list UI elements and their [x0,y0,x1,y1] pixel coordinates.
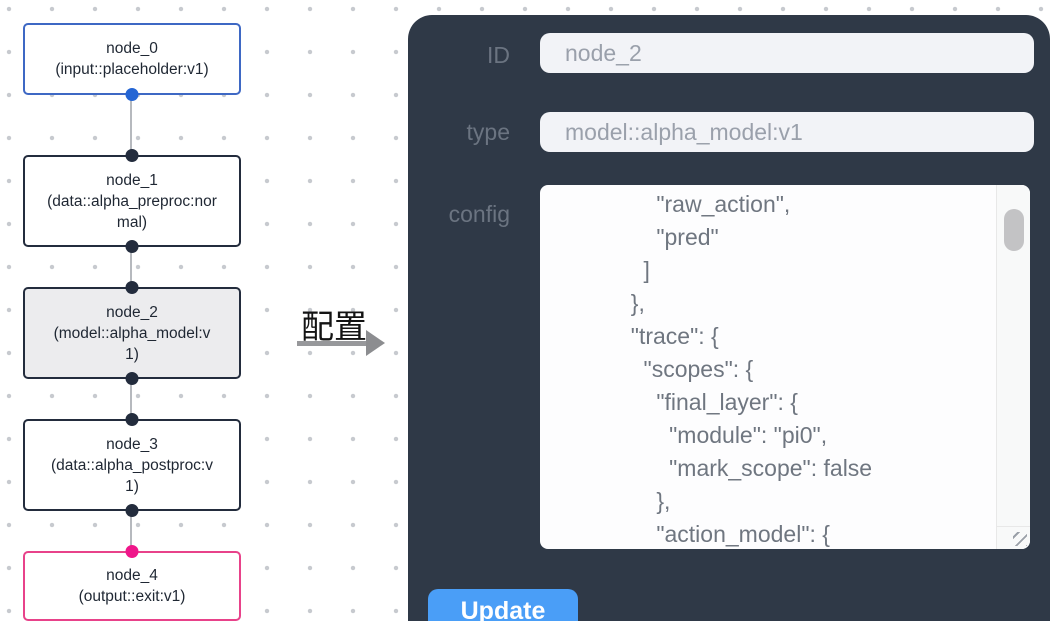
connection-handle[interactable] [125,413,139,426]
edge-node3-node4 [130,511,132,551]
node-title: node_2 [106,303,158,321]
edge-node2-node3 [130,379,132,419]
node-subtitle: (model::alpha_model:v1) [53,324,211,363]
arrow-right-icon [366,330,385,356]
connection-handle[interactable] [125,545,139,558]
connection-handle[interactable] [125,240,139,253]
node-subtitle: (output::exit:v1) [78,588,186,605]
arrow-right-icon [297,341,368,346]
type-input[interactable] [540,112,1034,152]
node-subtitle: (data::alpha_postproc:v1) [51,456,213,495]
flow-node-node_3[interactable]: node_3 (data::alpha_postproc:v1) [23,413,241,517]
update-button[interactable]: Update [428,589,578,621]
node-config-panel: ID type config "raw_action", "pred" ] },… [408,15,1050,621]
type-field-label: type [466,119,510,145]
connection-handle[interactable] [125,372,139,385]
flow-node-node_0[interactable]: node_0 (input::placeholder:v1) [23,23,241,101]
config-json-text[interactable]: "raw_action", "pred" ] }, "trace": { "sc… [630,191,873,547]
config-field-label: config [448,201,510,227]
edge-node1-node2 [130,247,132,287]
config-textarea[interactable]: "raw_action", "pred" ] }, "trace": { "sc… [540,185,1030,549]
id-input[interactable] [540,33,1034,73]
scrollbar-track[interactable] [996,185,1030,549]
connection-handle[interactable] [125,149,139,162]
flow-node-node_2-selected[interactable]: node_2 (model::alpha_model:v1) [23,281,241,385]
flow-node-node_4[interactable]: node_4 (output::exit:v1) [23,545,241,621]
node-title: node_4 [106,567,158,584]
node-title: node_1 [106,171,158,189]
flow-node-node_1[interactable]: node_1 (data::alpha_preproc:normal) [23,149,241,253]
edge-node0-node1 [130,95,132,155]
node-subtitle: (data::alpha_preproc:normal) [47,192,217,231]
id-field-label: ID [487,42,510,68]
scrollbar-thumb[interactable] [1003,209,1024,251]
resize-handle-icon[interactable] [997,526,1030,549]
configure-label: 配置 [301,308,367,345]
connection-handle[interactable] [125,504,139,517]
node-title: node_3 [106,435,158,453]
connection-handle[interactable] [125,281,139,294]
node-title: node_0 [106,40,158,57]
connection-handle[interactable] [125,88,139,101]
node-subtitle: (input::placeholder:v1) [55,61,209,78]
